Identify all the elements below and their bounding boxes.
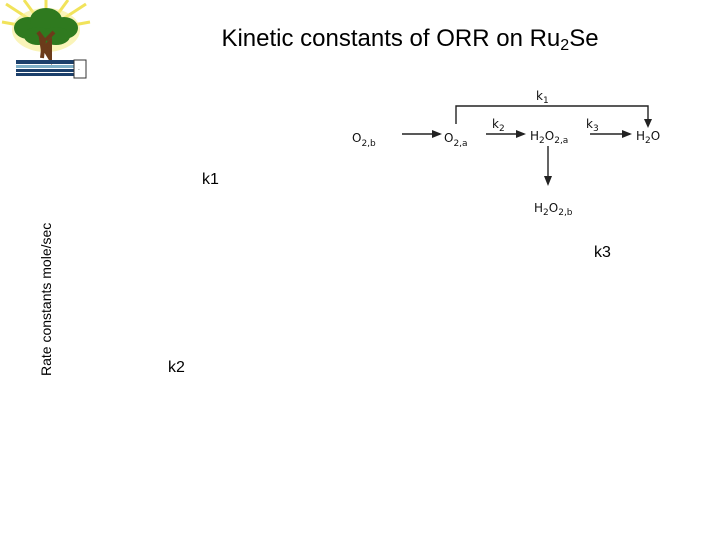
reaction-scheme: k1 k2 k3 O2,b O2,a H2O2,a H2O H2O2,b	[352, 89, 660, 218]
scheme-k1-label: k	[536, 89, 543, 103]
scheme-k2-label: k	[492, 117, 499, 131]
species-h2o: H2O	[636, 129, 660, 146]
svg-text:·: ·	[78, 67, 80, 74]
scheme-k3-label: k	[586, 117, 593, 131]
y-axis-label: Rate constants mole/sec	[38, 222, 54, 376]
label-k2: k2	[168, 359, 185, 376]
svg-text:k3: k3	[586, 117, 599, 134]
slide-title: Kinetic constants of ORR on Ru2Se	[221, 25, 599, 54]
species-h2o2-bulk: H2O2,b	[534, 201, 573, 218]
svg-text:k1: k1	[536, 89, 549, 106]
label-k1: k1	[202, 171, 219, 188]
species-h2o2-adsorbed: H2O2,a	[530, 129, 568, 146]
species-o2-bulk: O2,b	[352, 131, 376, 149]
svg-text:k2: k2	[492, 117, 505, 134]
tree-logo-icon: ·	[1, 0, 91, 79]
label-k3: k3	[594, 244, 611, 261]
species-o2-adsorbed: O2,a	[444, 131, 468, 149]
